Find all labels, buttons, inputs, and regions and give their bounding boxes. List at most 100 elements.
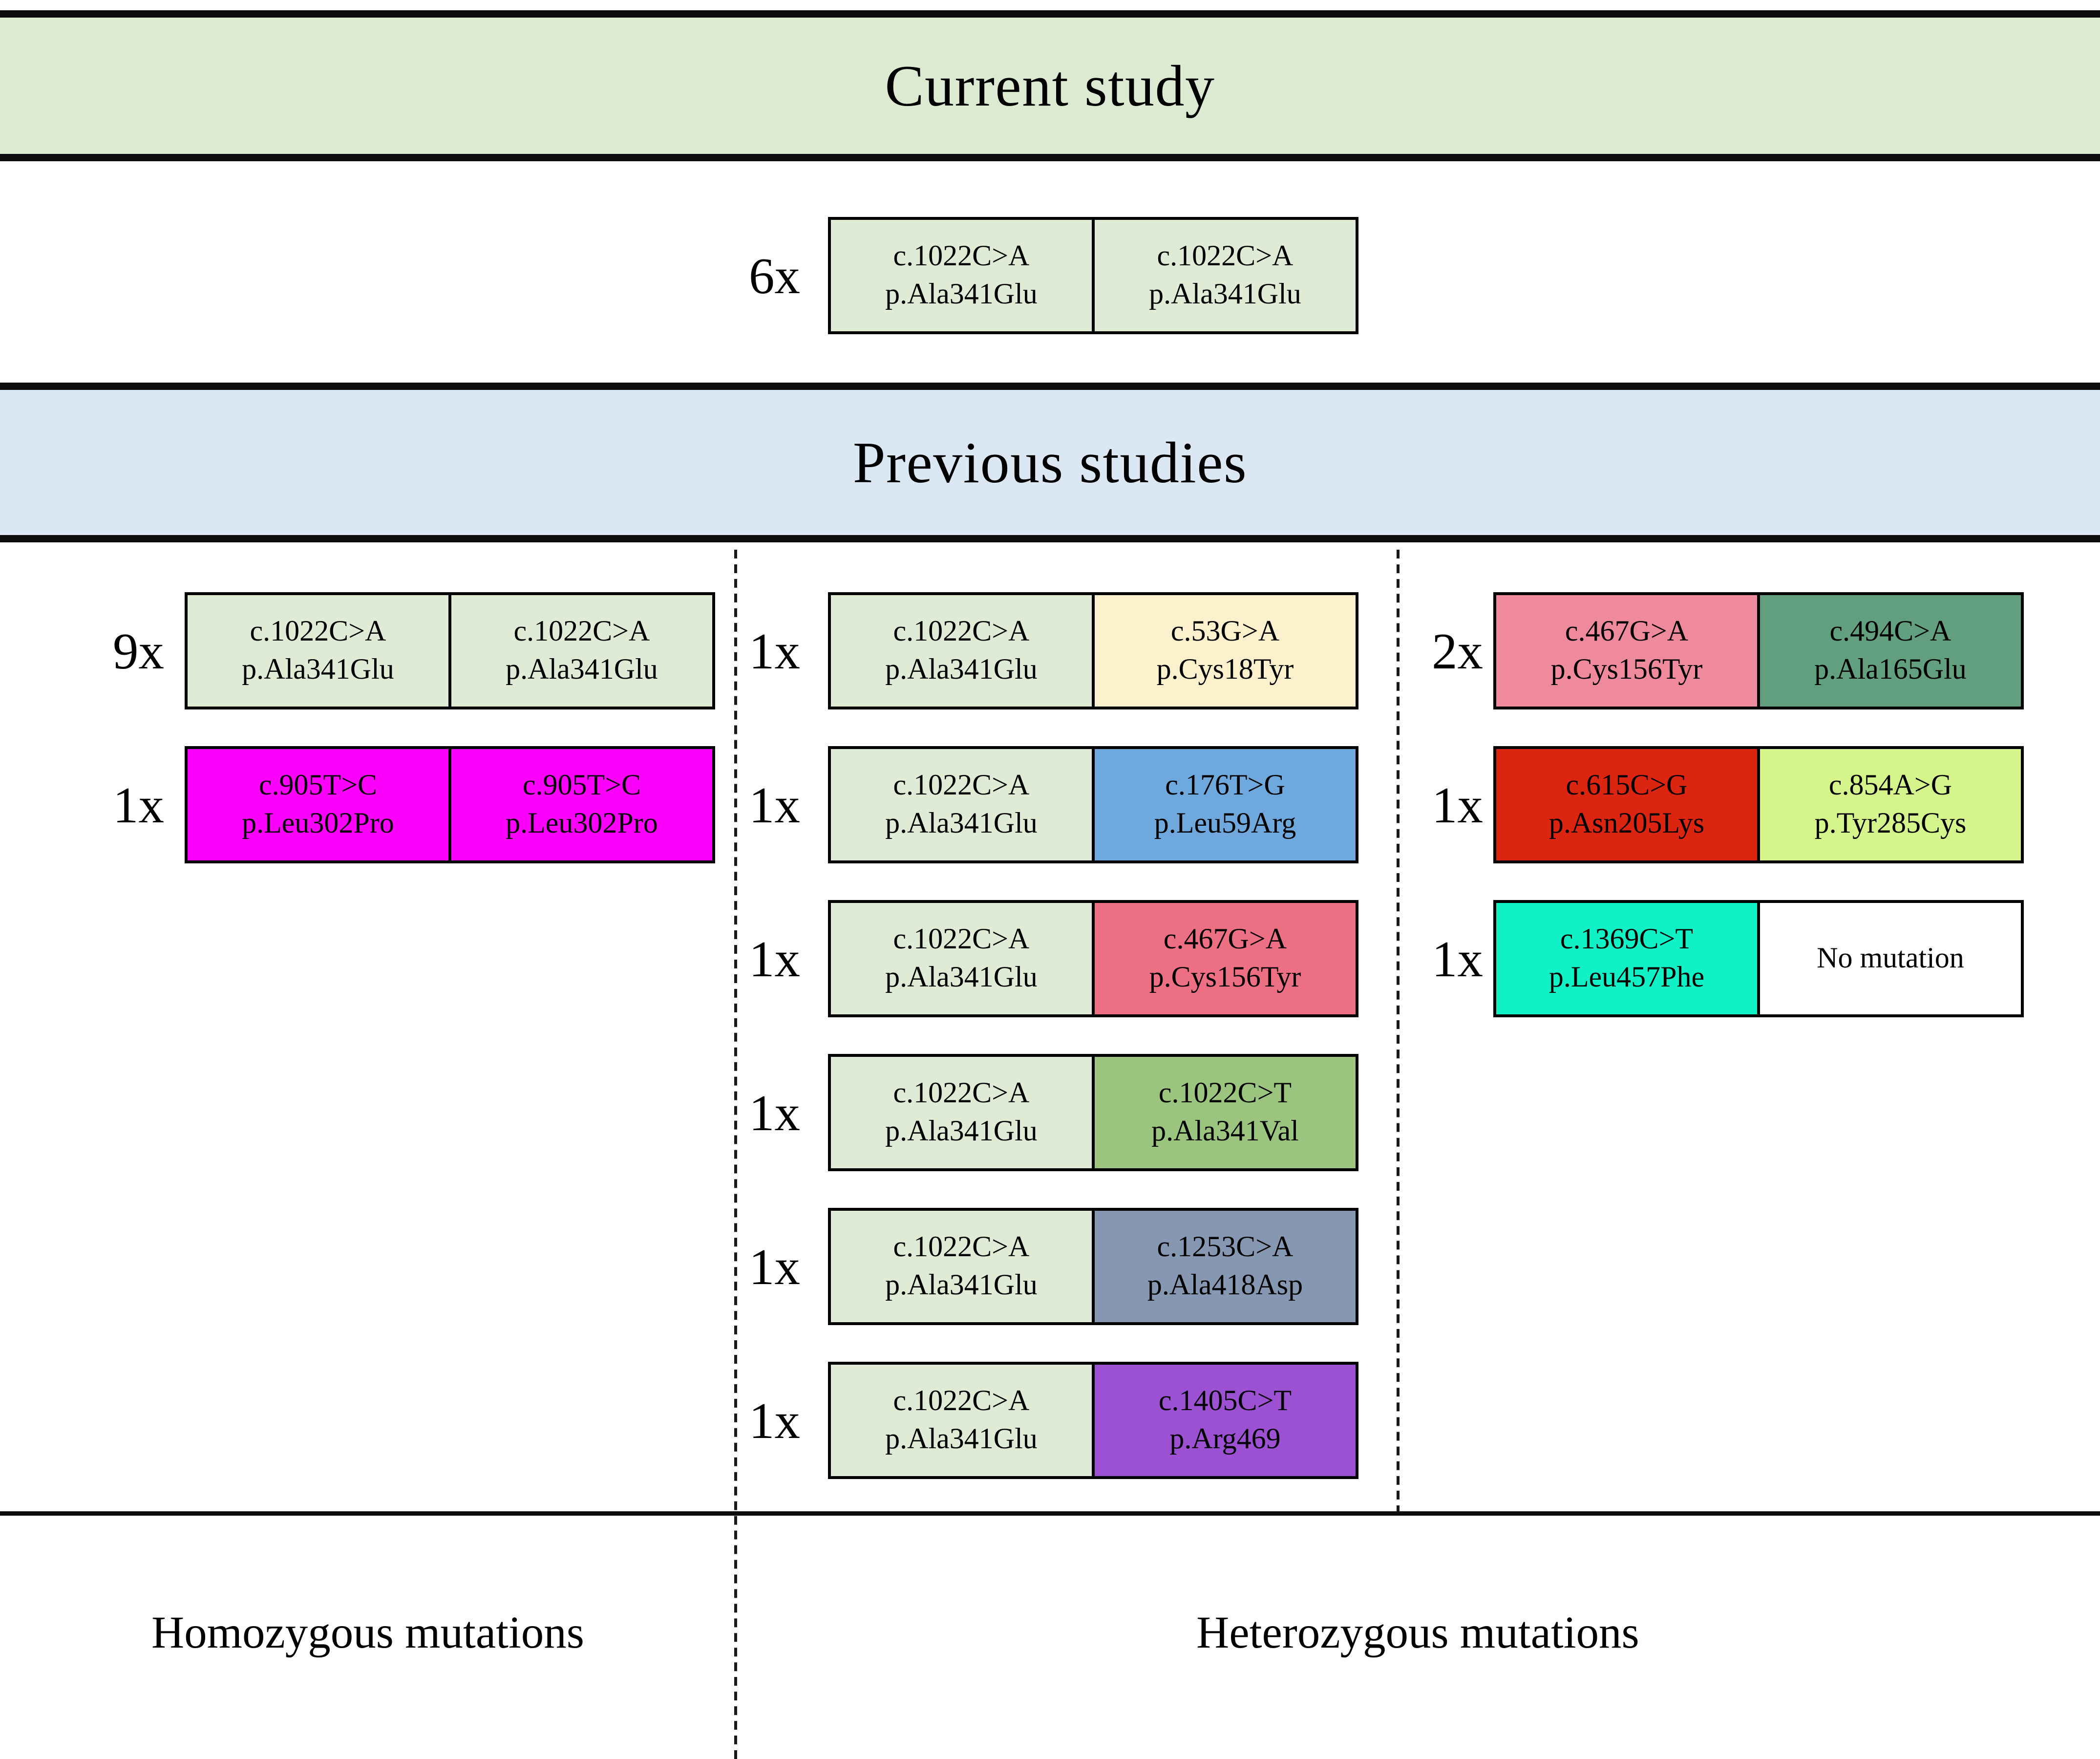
allele-protein-text: p.Ala341Glu xyxy=(885,1423,1038,1456)
allele-protein-text: p.Ala341Val xyxy=(1151,1115,1299,1148)
allele-cdna-text: c.1022C>A xyxy=(513,616,650,648)
allele-cdna-text: c.615C>G xyxy=(1566,770,1688,802)
mutation-row: 1x c.1022C>A p.Ala341Glu c.176T>G p.Leu5… xyxy=(736,746,1410,863)
mutation-row: 1x c.1022C>A p.Ala341Glu c.1022C>T p.Ala… xyxy=(736,1054,1410,1171)
allele-cell: c.1022C>A p.Ala341Glu xyxy=(831,220,1092,331)
allele-cell: c.1022C>A p.Ala341Glu xyxy=(831,903,1092,1014)
homozygous-heterozygous-divider xyxy=(734,550,737,1759)
footer-divider-line xyxy=(0,1511,2100,1516)
allele-protein-text: p.Tyr285Cys xyxy=(1814,808,1967,840)
allele-cell: c.1022C>A p.Ala341Glu xyxy=(831,1057,1092,1168)
current-study-banner: Current study xyxy=(0,10,2100,161)
allele-cell: c.1405C>T p.Arg469 xyxy=(1092,1365,1356,1476)
allele-protein-text: p.Cys156Tyr xyxy=(1149,962,1301,994)
previous-studies-banner: Previous studies xyxy=(0,383,2100,542)
mutation-row: 6x c.1022C>A p.Ala341Glu c.1022C>A p.Ala… xyxy=(736,217,1410,334)
allele-cdna-text: c.1022C>A xyxy=(893,240,1030,273)
mutation-row: 1x c.1022C>A p.Ala341Glu c.1253C>A p.Ala… xyxy=(736,1208,1410,1325)
allele-cell: c.467G>A p.Cys156Tyr xyxy=(1496,595,1757,707)
allele-cell: c.467G>A p.Cys156Tyr xyxy=(1092,903,1356,1014)
allele-protein-text: p.Ala341Glu xyxy=(1149,279,1301,311)
allele-cdna-text: c.1022C>A xyxy=(893,1231,1030,1264)
row-count-label: 1x xyxy=(749,930,800,987)
allele-cdna-text: c.1022C>A xyxy=(893,1077,1030,1110)
allele-pair: c.1022C>A p.Ala341Glu c.1022C>A p.Ala341… xyxy=(185,592,715,709)
allele-pair: c.1022C>A p.Ala341Glu c.1253C>A p.Ala418… xyxy=(828,1208,1358,1325)
allele-pair: c.615C>G p.Asn205Lys c.854A>G p.Tyr285Cy… xyxy=(1493,746,2024,863)
mutation-row: 2x c.467G>A p.Cys156Tyr c.494C>A p.Ala16… xyxy=(1398,592,2100,709)
current-study-rows: 6x c.1022C>A p.Ala341Glu c.1022C>A p.Ala… xyxy=(736,217,1410,371)
allele-pair: c.1022C>A p.Ala341Glu c.1022C>T p.Ala341… xyxy=(828,1054,1358,1171)
allele-cell: c.1022C>A p.Ala341Glu xyxy=(448,595,712,707)
allele-cdna-text: c.53G>A xyxy=(1170,616,1280,648)
allele-protein-text: p.Leu302Pro xyxy=(506,808,658,840)
homozygous-rows: 9x c.1022C>A p.Ala341Glu c.1022C>A p.Ala… xyxy=(0,592,736,900)
allele-cell: c.905T>C p.Leu302Pro xyxy=(188,749,448,860)
heterozygous-middle-rows: 1x c.1022C>A p.Ala341Glu c.53G>A p.Cys18… xyxy=(736,592,1410,1516)
allele-pair: c.1369C>T p.Leu457Phe No mutation xyxy=(1493,900,2024,1017)
row-count-label: 1x xyxy=(749,1392,800,1449)
allele-protein-text: p.Ala341Glu xyxy=(885,654,1038,686)
allele-cell: c.1369C>T p.Leu457Phe xyxy=(1496,903,1757,1014)
mutation-row: 1x c.1022C>A p.Ala341Glu c.53G>A p.Cys18… xyxy=(736,592,1410,709)
allele-cell: c.494C>A p.Ala165Glu xyxy=(1757,595,2021,707)
allele-cell: c.854A>G p.Tyr285Cys xyxy=(1757,749,2021,860)
row-count-label: 1x xyxy=(749,776,800,834)
allele-protein-text: p.Ala341Glu xyxy=(885,1115,1038,1148)
allele-protein-text: p.Ala418Asp xyxy=(1147,1269,1303,1302)
allele-cell: c.176T>G p.Leu59Arg xyxy=(1092,749,1356,860)
allele-pair: c.467G>A p.Cys156Tyr c.494C>A p.Ala165Gl… xyxy=(1493,592,2024,709)
row-count-label: 1x xyxy=(113,776,164,834)
allele-cell: c.1022C>A p.Ala341Glu xyxy=(831,1211,1092,1322)
row-count-label: 1x xyxy=(749,1084,800,1141)
allele-cdna-text: c.467G>A xyxy=(1565,616,1689,648)
mutation-row: 1x c.1022C>A p.Ala341Glu c.467G>A p.Cys1… xyxy=(736,900,1410,1017)
allele-cell: No mutation xyxy=(1757,903,2021,1014)
mutation-row: 1x c.905T>C p.Leu302Pro c.905T>C p.Leu30… xyxy=(0,746,736,863)
heterozygous-label: Heterozygous mutations xyxy=(1196,1607,1639,1658)
allele-protein-text: p.Leu457Phe xyxy=(1548,962,1705,994)
allele-protein-text: p.Arg469 xyxy=(1169,1423,1281,1456)
allele-cdna-text: No mutation xyxy=(1817,943,1964,975)
allele-protein-text: p.Ala341Glu xyxy=(885,808,1038,840)
allele-protein-text: p.Ala341Glu xyxy=(885,1269,1038,1302)
allele-cdna-text: c.1022C>T xyxy=(1158,1077,1292,1110)
allele-protein-text: p.Cys18Tyr xyxy=(1156,654,1294,686)
row-count-label: 6x xyxy=(749,247,800,304)
allele-cdna-text: c.1022C>A xyxy=(893,770,1030,802)
allele-cdna-text: c.905T>C xyxy=(522,770,641,802)
mutation-row: 1x c.615C>G p.Asn205Lys c.854A>G p.Tyr28… xyxy=(1398,746,2100,863)
previous-studies-title: Previous studies xyxy=(852,429,1248,495)
allele-pair: c.1022C>A p.Ala341Glu c.176T>G p.Leu59Ar… xyxy=(828,746,1358,863)
allele-cell: c.1022C>A p.Ala341Glu xyxy=(831,749,1092,860)
allele-cdna-text: c.1022C>A xyxy=(893,1385,1030,1417)
row-count-label: 1x xyxy=(1432,776,1483,834)
allele-protein-text: p.Ala341Glu xyxy=(242,654,394,686)
allele-protein-text: p.Cys156Tyr xyxy=(1550,654,1703,686)
allele-pair: c.1022C>A p.Ala341Glu c.1405C>T p.Arg469 xyxy=(828,1362,1358,1479)
allele-cdna-text: c.1022C>A xyxy=(1157,240,1294,273)
allele-pair: c.1022C>A p.Ala341Glu c.1022C>A p.Ala341… xyxy=(828,217,1358,334)
row-count-label: 1x xyxy=(749,1238,800,1295)
allele-protein-text: p.Ala341Glu xyxy=(885,962,1038,994)
allele-cdna-text: c.1022C>A xyxy=(893,616,1030,648)
homozygous-label: Homozygous mutations xyxy=(151,1607,585,1658)
allele-protein-text: p.Leu59Arg xyxy=(1154,808,1296,840)
allele-protein-text: p.Leu302Pro xyxy=(242,808,394,840)
allele-cell: c.1022C>A p.Ala341Glu xyxy=(1092,220,1356,331)
allele-cdna-text: c.1022C>A xyxy=(893,923,1030,956)
heterozygous-right-rows: 2x c.467G>A p.Cys156Tyr c.494C>A p.Ala16… xyxy=(1398,592,2100,1054)
allele-cdna-text: c.905T>C xyxy=(258,770,378,802)
allele-protein-text: p.Ala341Glu xyxy=(506,654,658,686)
mutation-row: 9x c.1022C>A p.Ala341Glu c.1022C>A p.Ala… xyxy=(0,592,736,709)
allele-cdna-text: c.854A>G xyxy=(1828,770,1952,802)
row-count-label: 9x xyxy=(113,622,164,680)
allele-pair: c.905T>C p.Leu302Pro c.905T>C p.Leu302Pr… xyxy=(185,746,715,863)
allele-cell: c.1022C>A p.Ala341Glu xyxy=(831,1365,1092,1476)
allele-cdna-text: c.494C>A xyxy=(1829,616,1952,648)
allele-cdna-text: c.467G>A xyxy=(1163,923,1287,956)
allele-protein-text: p.Asn205Lys xyxy=(1548,808,1705,840)
allele-cell: c.1022C>A p.Ala341Glu xyxy=(831,595,1092,707)
allele-protein-text: p.Ala165Glu xyxy=(1814,654,1967,686)
